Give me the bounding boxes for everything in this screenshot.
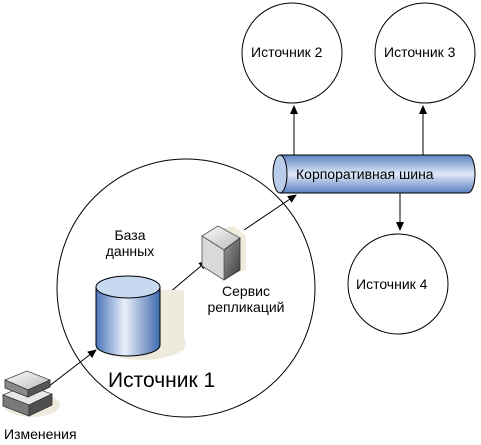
source-2-label: Источник 2 — [251, 44, 323, 60]
arrow-changes-to-db — [43, 349, 97, 391]
source-3-label: Источник 3 — [384, 44, 456, 60]
source-4-label: Источник 4 — [356, 276, 428, 292]
corporate-bus-tube — [272, 154, 476, 194]
server-box-icon — [201, 225, 246, 281]
corporate-bus-label: Корпоративная шина — [296, 166, 434, 182]
source-1-label: Источник 1 — [108, 369, 216, 392]
source-4-circle — [347, 233, 449, 335]
cylinder-icon — [95, 275, 186, 360]
replication-service-label: Сервис репликаций — [207, 283, 285, 316]
source-3-circle — [374, 2, 476, 104]
stack-box-icon — [1, 370, 60, 417]
source-2-circle — [241, 2, 343, 104]
arrow-service-to-bus — [243, 194, 297, 231]
changes-label: Изменения — [4, 426, 77, 442]
database-label: База данных — [105, 227, 155, 260]
